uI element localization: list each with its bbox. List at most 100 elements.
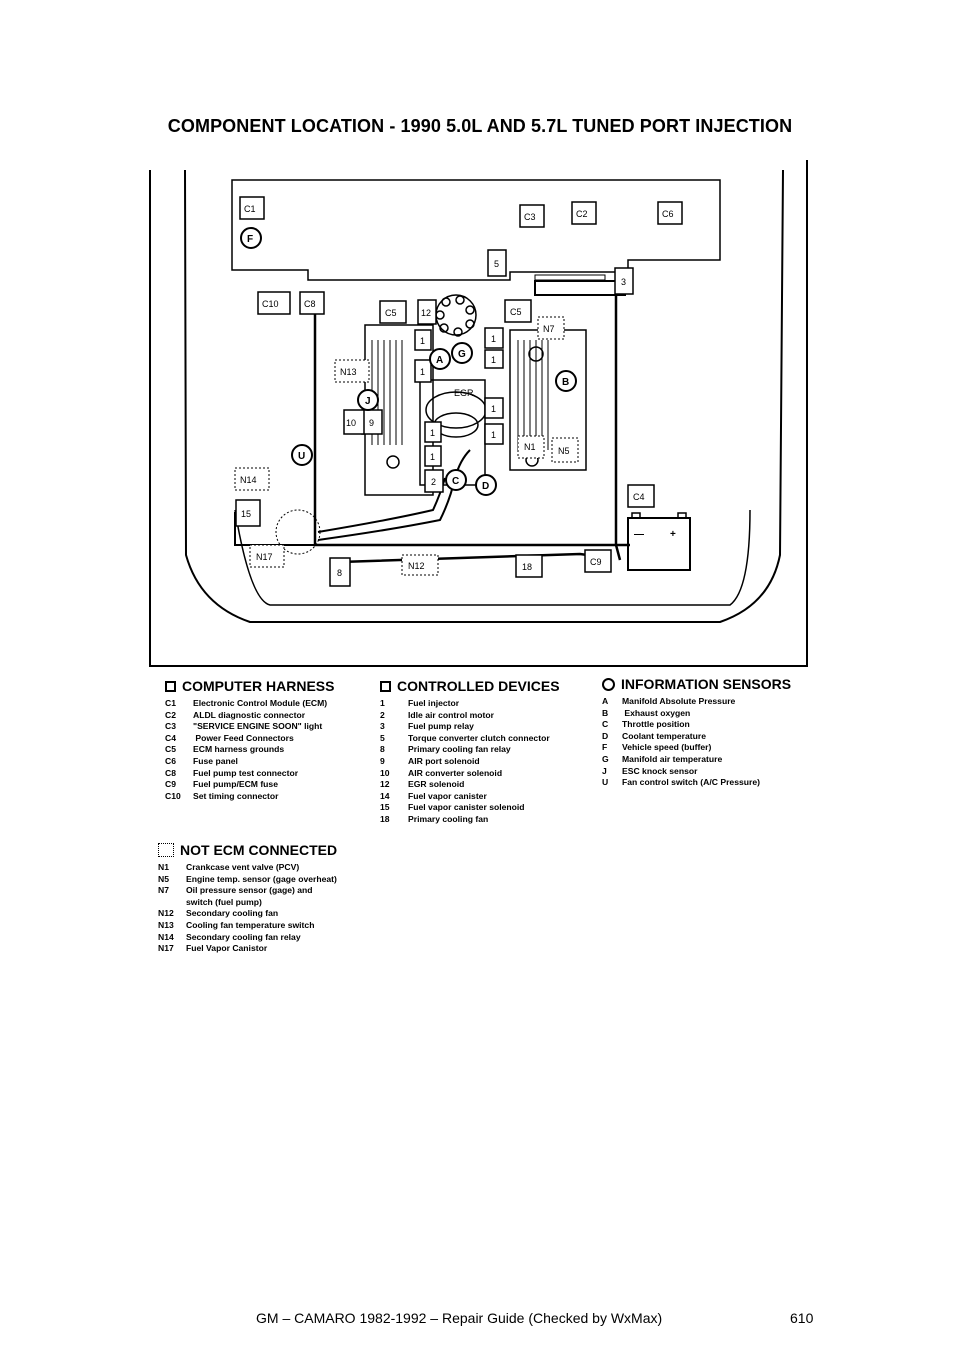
device-3-label: 3: [621, 277, 626, 287]
footer-text: GM – CAMARO 1982-1992 – Repair Guide (Ch…: [256, 1310, 663, 1326]
square-icon: [165, 680, 176, 692]
device-1-b: 1: [420, 367, 425, 377]
egr-label: EGR: [454, 388, 474, 398]
device-8-label: 8: [337, 568, 342, 578]
c1-label: C1: [244, 204, 256, 214]
c9-label: C9: [590, 557, 602, 567]
c4-label: C4: [633, 492, 645, 502]
c8-label: C8: [304, 299, 316, 309]
diagram-frame: [149, 160, 808, 667]
n7-label: N7: [543, 324, 555, 334]
device-15-label: 15: [241, 509, 251, 519]
device-9-label: 9: [369, 418, 374, 428]
n12-label: N12: [408, 561, 425, 571]
device-2-label: 2: [431, 477, 436, 487]
device-12-label: 12: [421, 308, 431, 318]
sensor-f-label: F: [247, 234, 253, 245]
c2-label: C2: [576, 209, 588, 219]
device-1-h: 1: [430, 452, 435, 462]
device-1-g: 1: [430, 428, 435, 438]
n1-label: N1: [524, 442, 536, 452]
circle-icon: [602, 677, 615, 691]
device-1-d: 1: [491, 355, 496, 365]
device-1-c: 1: [491, 334, 496, 344]
radiator-support: [234, 509, 751, 606]
device-5-label: 5: [494, 259, 499, 269]
sensor-c-label: C: [452, 476, 459, 487]
c10-label: C10: [262, 299, 279, 309]
list-item: switch (fuel pump): [186, 896, 262, 907]
page-number: 610: [790, 1310, 814, 1326]
n17-label: N17: [256, 552, 273, 562]
n5-label: N5: [558, 446, 570, 456]
c6-label: C6: [662, 209, 674, 219]
dotted-square-icon: [158, 843, 174, 857]
device-10-label: 10: [346, 418, 356, 428]
c5b-label: C5: [510, 307, 522, 317]
sensor-j-label: J: [365, 396, 371, 407]
c5-label: C5: [385, 308, 397, 318]
list-item: C3"SERVICE ENGINE SOON" light: [165, 721, 323, 732]
sensor-u-label: U: [298, 451, 305, 462]
list-item: B Exhaust oxygen: [602, 707, 691, 718]
square-icon: [380, 680, 391, 692]
legend-heading: NOT ECM CONNECTED: [180, 842, 338, 858]
legend-heading: COMPUTER HARNESS: [182, 678, 335, 694]
sensor-g-label: G: [458, 349, 466, 360]
device-1-a: 1: [420, 336, 425, 346]
n14-label: N14: [240, 475, 257, 485]
legend-heading: INFORMATION SENSORS: [621, 676, 792, 692]
c3-label: C3: [524, 212, 536, 222]
device-1-f: 1: [491, 430, 496, 440]
sensor-d-label: D: [482, 481, 489, 492]
list-item: C4 Power Feed Connectors: [165, 732, 294, 743]
battery-negative-label: —: [634, 529, 644, 540]
engine-compartment-outline: [184, 169, 784, 623]
cowl-shelf: [231, 179, 721, 281]
sensor-a-label: A: [436, 355, 443, 366]
device-1-e: 1: [491, 404, 496, 414]
page-title: COMPONENT LOCATION - 1990 5.0L AND 5.7L …: [167, 116, 793, 136]
battery-positive-label: +: [670, 529, 676, 540]
engine-compartment-diagram: — + C1 C3 C2 C6 C4 C5 C5 C10 C8 C9 N1 N5…: [149, 160, 808, 667]
n13-label: N13: [340, 367, 357, 377]
device-18-label: 18: [522, 562, 532, 572]
sensor-b-label: B: [562, 377, 569, 388]
legend-heading: CONTROLLED DEVICES: [397, 678, 560, 694]
